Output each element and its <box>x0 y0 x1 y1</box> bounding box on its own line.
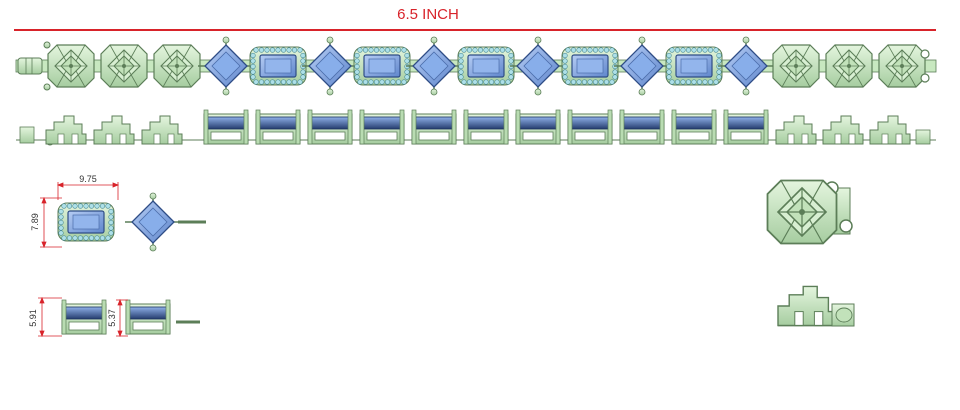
width-dimension <box>56 182 120 200</box>
width-dimension-label: 9.75 <box>79 174 97 184</box>
side-profile-link-icon <box>307 109 353 145</box>
side-profile-link-icon <box>515 109 561 145</box>
bracelet-top-view <box>15 36 937 96</box>
diamond-stone-link-icon <box>124 192 182 252</box>
octagon-setting-link-icon <box>825 44 873 88</box>
side-profile-link-icon <box>775 115 817 145</box>
diamond-stone-link-icon <box>301 36 359 96</box>
side-profile-link-icon <box>567 109 613 145</box>
side-height-label-left: 5.91 <box>28 309 38 327</box>
side-profile-link-icon <box>671 109 717 145</box>
side-profile-link-icon <box>203 109 249 145</box>
diamond-stone-link-icon <box>613 36 671 96</box>
bracelet-length-title: 6.5 INCH <box>397 6 459 23</box>
side-profile-link-icon <box>61 299 107 335</box>
side-profile-link-icon <box>359 109 405 145</box>
side-profile-link-icon <box>619 109 665 145</box>
emerald-halo-link-icon <box>353 46 411 86</box>
side-height-dimension-left <box>38 296 62 338</box>
emerald-halo-link-icon <box>249 46 307 86</box>
side-profile-link-icon <box>869 115 911 145</box>
diamond-stone-link-icon <box>197 36 255 96</box>
octagon-setting-link-icon <box>878 44 926 88</box>
emerald-halo-link-icon <box>665 46 723 86</box>
side-profile-link-icon <box>723 109 769 145</box>
clasp-right-icon <box>920 49 930 83</box>
octagon-setting-link-icon <box>766 179 838 245</box>
clasp-left-icon <box>17 41 51 91</box>
height-dimension-label: 7.89 <box>30 213 40 231</box>
side-height-dimension-right <box>116 298 128 338</box>
side-profile-link-icon <box>463 109 509 145</box>
octagon-setting-link-icon <box>153 44 201 88</box>
detail-side-view: 5.91 5.37 <box>28 296 200 338</box>
length-rule <box>14 29 936 31</box>
side-profile-link-icon <box>93 115 135 145</box>
detail-top-view: 9.75 7.89 <box>30 174 206 252</box>
diamond-stone-link-icon <box>717 36 775 96</box>
emerald-halo-link-icon <box>457 46 515 86</box>
side-profile-link-icon <box>822 115 864 145</box>
octagon-setting-link-icon <box>772 44 820 88</box>
side-profile-link-icon <box>777 285 835 327</box>
octagon-setting-link-icon <box>100 44 148 88</box>
diamond-stone-link-icon <box>405 36 463 96</box>
emerald-halo-link-icon <box>561 46 619 86</box>
octagon-setting-link-icon <box>47 44 95 88</box>
height-dimension <box>40 196 62 249</box>
side-profile-link-icon <box>141 115 183 145</box>
side-profile-link-icon <box>411 109 457 145</box>
side-profile-link-icon <box>125 299 171 335</box>
diamond-stone-link-icon <box>509 36 567 96</box>
clasp-detail-side <box>777 285 855 327</box>
bracelet-side-view <box>16 109 936 146</box>
side-profile-link-icon <box>255 109 301 145</box>
clasp-detail-top <box>766 179 853 245</box>
emerald-halo-link-icon <box>57 202 115 242</box>
side-profile-link-icon <box>45 115 87 145</box>
side-height-label-right: 5.37 <box>107 309 117 327</box>
